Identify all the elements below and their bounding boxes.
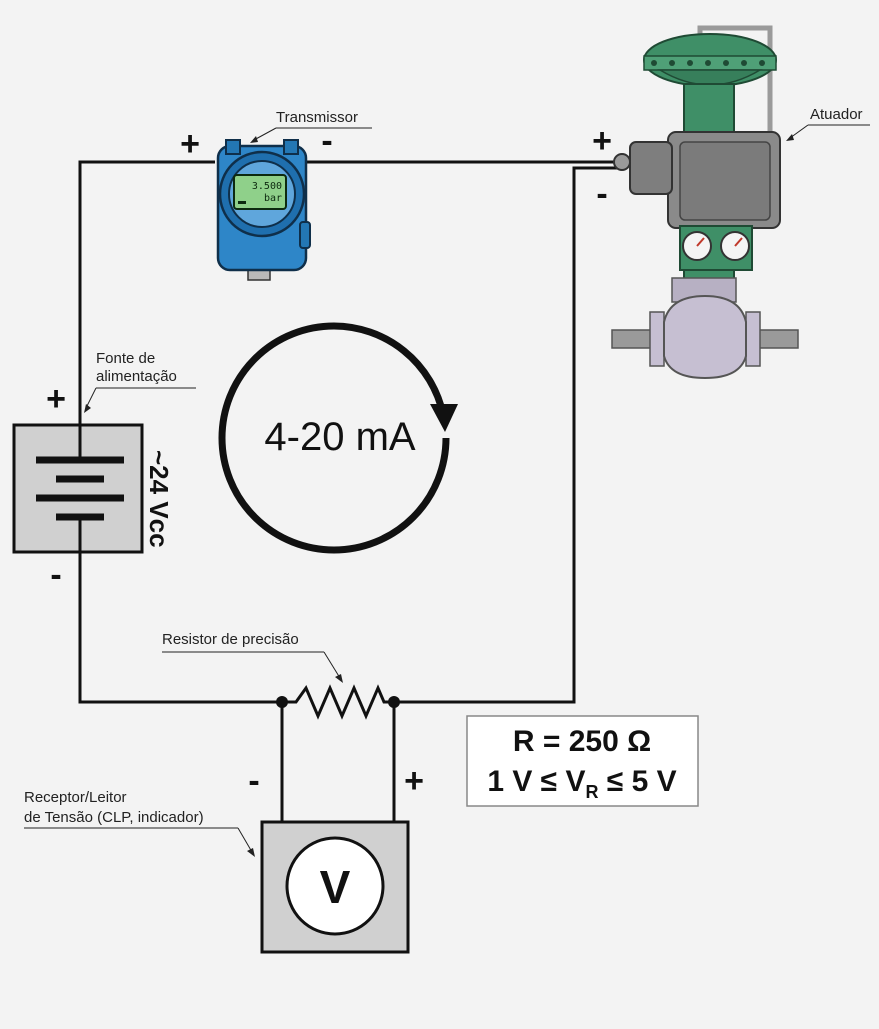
voltage-range: 1 V ≤ VR ≤ 5 V: [487, 765, 676, 802]
display-value: 3.500: [252, 181, 282, 192]
loop-arrowhead-icon: [430, 404, 458, 432]
voltmeter-symbol: V: [320, 861, 351, 913]
callouts: Transmissor Atuador Fonte de alimentação…: [24, 106, 870, 857]
precision-resistor: [276, 684, 400, 720]
actuator-bolts: [651, 60, 765, 66]
power-supply-label-line1: Fonte de: [96, 350, 155, 367]
positioner-junction-box: [629, 141, 673, 195]
current-range-label: 4-20 mA: [264, 415, 415, 459]
receiver-label-line1: Receptor/Leitor: [24, 789, 127, 806]
valve-body: [663, 294, 747, 380]
transmitter-label: Transmissor: [276, 109, 358, 126]
resistance-value: R = 250 Ω: [513, 725, 651, 758]
voltmeter: V: [260, 820, 410, 954]
transmitter-plus-sign: +: [180, 125, 200, 163]
transmitter-side-screw: [299, 221, 311, 249]
receiver-label-line2: de Tensão (CLP, indicador): [24, 809, 204, 826]
supply-minus-sign: -: [50, 556, 61, 594]
cable-gland: [613, 153, 631, 171]
supply-voltage-label: ~24 Vcc: [144, 450, 174, 548]
power-supply-box: [12, 423, 144, 554]
loop-arrow-icon: [218, 322, 450, 554]
transmitter-display: [233, 174, 287, 210]
node-right: [388, 696, 400, 708]
transmitter-device: 3.500 bar: [216, 139, 311, 281]
transmitter-callout-arrow-icon: [253, 127, 277, 141]
wire-top-left: [78, 160, 215, 425]
actuator-minus-sign: -: [596, 175, 607, 213]
power-supply-label-line2: alimentação: [96, 368, 177, 385]
voltmeter-minus-sign: -: [248, 762, 259, 800]
actuator-label: Atuador: [810, 106, 863, 123]
polarity-signs: + - + - + - - +: [46, 122, 612, 800]
formula-box: R = 250 Ω 1 V ≤ VR ≤ 5 V: [466, 715, 699, 807]
transmitter-bolt-right: [283, 139, 299, 155]
node-left: [276, 696, 288, 708]
battery-symbol-icon: [36, 456, 124, 521]
actuator-plus-sign: +: [592, 122, 612, 160]
wire-bottom-left: [78, 552, 282, 704]
flange-left: [649, 311, 665, 367]
wire-right: [394, 166, 622, 704]
flange-right: [745, 311, 761, 367]
positioner-cover: [679, 141, 771, 221]
resistor-callout-arrow-icon: [323, 651, 341, 679]
current-loop-indicator: 4-20 mA: [218, 322, 458, 554]
supply-plus-sign: +: [46, 380, 66, 418]
transmitter-bolt-left: [225, 139, 241, 155]
voltmeter-plus-sign: +: [404, 762, 424, 800]
circuit-wires: [78, 160, 622, 822]
transmitter-minus-sign: -: [321, 122, 332, 160]
receiver-callout-arrow-icon: [237, 827, 253, 853]
display-bar-icon: [238, 201, 246, 204]
voltmeter-dial: [285, 836, 385, 936]
resistor-label: Resistor de precisão: [162, 631, 299, 648]
actuator-callout-arrow-icon: [789, 124, 809, 139]
control-valve-assembly: [611, 25, 799, 380]
resistor-zigzag-icon: [282, 684, 394, 720]
display-unit: bar: [264, 193, 282, 204]
power-supply-callout-arrow-icon: [85, 387, 97, 409]
power-supply: ~24 Vcc: [12, 423, 174, 554]
